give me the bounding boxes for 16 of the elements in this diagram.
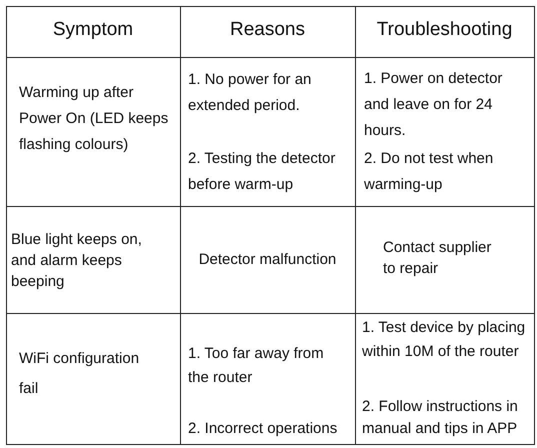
symptom-text: Blue light keeps on, and alarm keeps beeping bbox=[11, 230, 143, 292]
symptom-text: WiFi configuration fail bbox=[19, 349, 140, 399]
reason-text: 1. No power for an extended period. bbox=[188, 70, 312, 116]
solution-text: 1. Power on detector and leave on for 24 hours. bbox=[364, 69, 504, 141]
symptom-text: Warming up after Power On (LED keeps flashing colours) bbox=[19, 83, 170, 155]
reason-text: 1. Too far away from the router bbox=[188, 344, 325, 388]
solution-text: 2. Do not test when warming-up bbox=[364, 149, 494, 195]
column-header: Troubleshooting bbox=[376, 18, 514, 42]
reason-text: 2. Incorrect operations bbox=[188, 419, 338, 439]
solution-text: Contact supplier to repair bbox=[383, 238, 492, 279]
column-header: Reasons bbox=[229, 18, 306, 42]
solution-text: 2. Follow instructions in manual and tips in APP bbox=[362, 397, 519, 439]
column-header: Symptom bbox=[52, 18, 134, 42]
reason-text: Detector malfunction bbox=[198, 250, 338, 270]
solution-text: 1. Test device by placing within 10M of the router bbox=[362, 318, 526, 362]
reason-text: 2. Testing the detector before warm-up bbox=[188, 149, 336, 195]
